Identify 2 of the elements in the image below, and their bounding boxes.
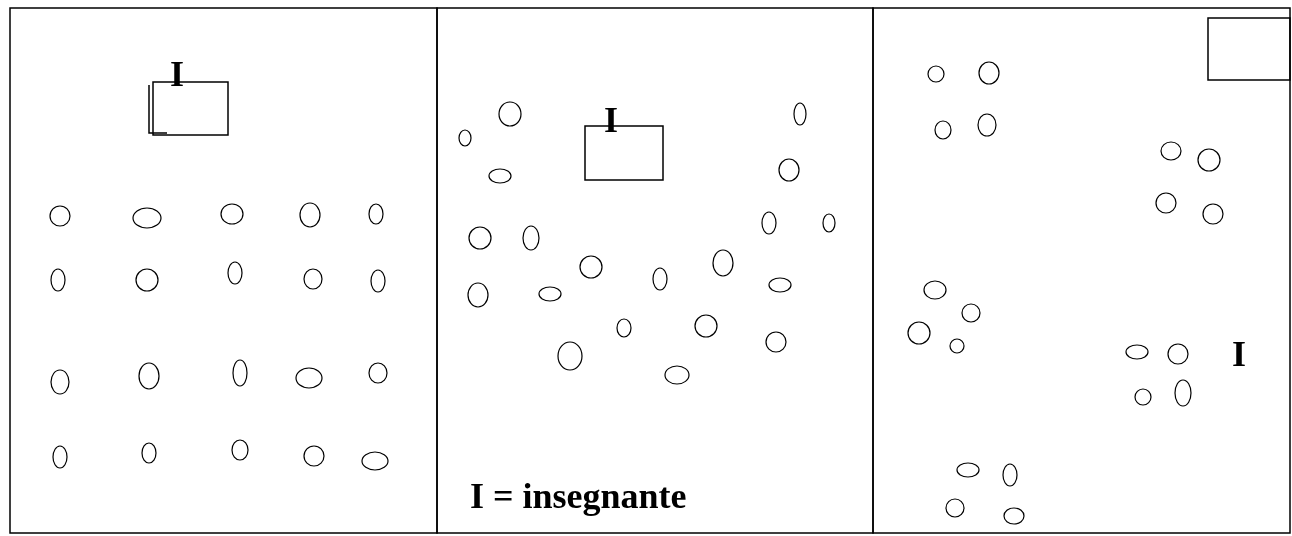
teacher-mark: I [1232, 336, 1246, 372]
legend-note: I = insegnante [470, 478, 687, 514]
